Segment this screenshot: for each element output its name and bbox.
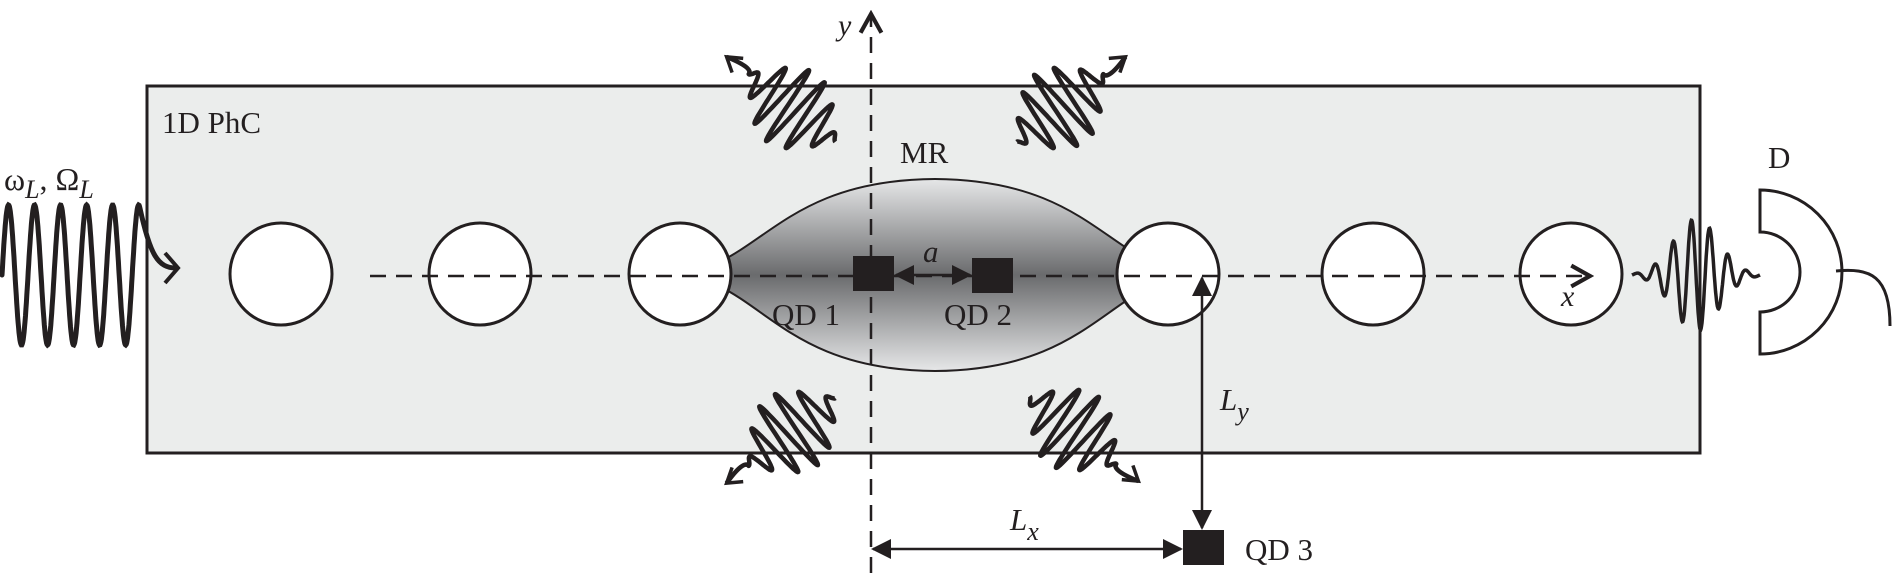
photon-arrowhead [1108, 54, 1128, 74]
separation-label: a [923, 234, 939, 269]
scattered-photon-bottom-right [1027, 387, 1141, 484]
photon-wave [725, 54, 838, 151]
qd3-label: QD 3 [1245, 532, 1313, 567]
y-axis-label: y [835, 9, 852, 42]
detector-cable [1835, 268, 1892, 327]
quantum-dot-2 [972, 258, 1013, 293]
x-axis-label: x [1560, 280, 1575, 313]
laser-label: ωL, ΩL [4, 161, 94, 204]
crystal-label: 1D PhC [162, 105, 261, 140]
hole-2 [427, 221, 533, 327]
scattered-photon-bottom-left [724, 389, 838, 486]
quantum-dot-1 [853, 256, 894, 291]
hole-4 [1115, 221, 1221, 327]
photon-wave [1027, 387, 1140, 484]
ly-label: Ly [1219, 382, 1249, 426]
detector-icon [1758, 188, 1844, 356]
qd2-label: QD 2 [944, 297, 1012, 332]
photon-arrowhead [1121, 464, 1141, 484]
photon-wave [724, 389, 838, 485]
resonator-label: MR [900, 135, 949, 170]
photon-arrowhead [724, 466, 744, 486]
quantum-dot-3 [1183, 530, 1224, 565]
input-laser-arrowhead [163, 251, 181, 285]
input-laser-wave [0, 201, 179, 349]
hole-5 [1320, 221, 1426, 327]
scattered-photon-top-right [1014, 54, 1128, 151]
detector-label: D [1768, 140, 1790, 175]
scattered-photon-top-left [724, 54, 838, 151]
hole-3 [627, 221, 733, 327]
qd1-label: QD 1 [772, 297, 840, 332]
lx-label: Lx [1009, 502, 1039, 546]
photon-arrowhead [724, 54, 744, 74]
photon-wave [1014, 55, 1128, 151]
transmitted-wave [1631, 218, 1761, 332]
hole-1 [228, 221, 334, 327]
